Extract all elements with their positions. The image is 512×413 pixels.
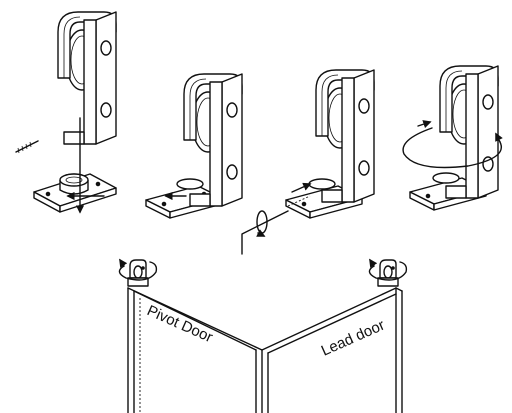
hex-key-icon	[241, 210, 289, 255]
step-4-assembly	[402, 65, 503, 211]
set-screw-icon	[15, 140, 39, 154]
roller-hanger-icon	[57, 11, 117, 145]
step-1-assembly	[15, 11, 117, 214]
step-2-assembly	[145, 73, 243, 219]
lead-door-label: Lead door	[319, 317, 388, 360]
door-assembly: Pivot Door Lead door	[118, 258, 408, 413]
roller-hanger-icon	[127, 259, 149, 287]
mounting-plate-icon	[33, 173, 117, 213]
rotation-arrow-icon	[368, 258, 408, 281]
step-3-assembly	[241, 69, 375, 255]
rotation-arrow-icon	[118, 258, 158, 281]
rotation-arrow-icon	[402, 120, 503, 169]
roller-hanger-icon	[377, 259, 399, 287]
